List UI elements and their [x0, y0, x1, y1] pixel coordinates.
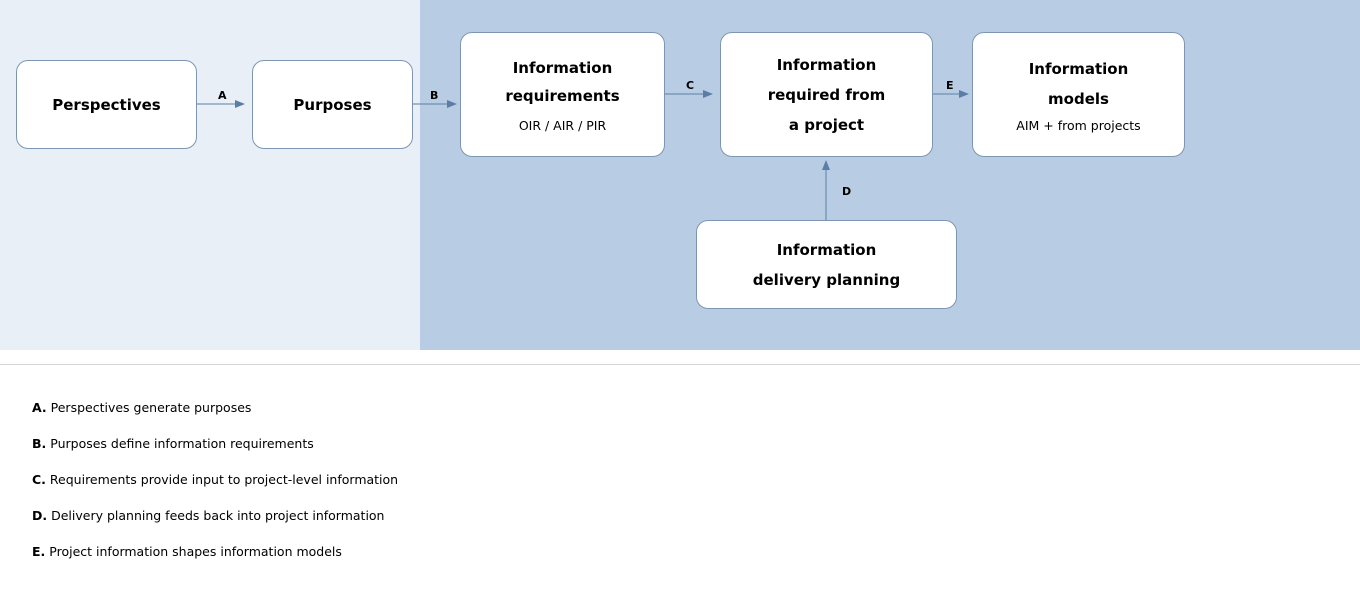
node-perspectives: Perspectives: [16, 60, 197, 149]
node-models-title-line1: Information: [1028, 59, 1129, 78]
legend-text: Purposes define information requirements: [50, 436, 314, 451]
legend-item: C. Requirements provide input to project…: [32, 470, 398, 506]
node-project-title-line1: Information: [776, 55, 877, 74]
legend-key: E.: [32, 544, 46, 559]
node-purposes: Purposes: [252, 60, 413, 149]
node-planning-title-line1: Information: [776, 240, 877, 259]
node-perspectives-title: Perspectives: [52, 95, 161, 114]
legend-text: Requirements provide input to project-le…: [49, 472, 399, 487]
legend: A. Perspectives generate purposes B. Pur…: [32, 398, 398, 578]
node-planning-title-line2: delivery planning: [752, 270, 901, 289]
node-models-subtitle: AIM + from projects: [1016, 117, 1141, 133]
legend-text: Project information shapes information m…: [49, 544, 342, 559]
legend-key: B.: [32, 436, 47, 451]
node-project-title-line2: required from: [767, 85, 886, 104]
legend-text: Delivery planning feeds back into projec…: [51, 508, 385, 523]
arrow-a-label: A: [218, 89, 227, 102]
connector-layer: A B C E D: [197, 79, 969, 220]
legend-key: C.: [32, 472, 46, 487]
legend-item: B. Purposes define information requireme…: [32, 434, 398, 470]
arrow-c-label: C: [686, 79, 694, 92]
arrow-d-label: D: [842, 185, 851, 198]
node-information-delivery-planning: Information delivery planning: [696, 220, 957, 309]
left-background-band: [0, 0, 420, 350]
legend-key: D.: [32, 508, 48, 523]
node-requirements-subtitle: OIR / AIR / PIR: [518, 117, 607, 133]
node-models-title-line2: models: [1048, 89, 1109, 108]
legend-text: Perspectives generate purposes: [50, 400, 252, 415]
section-divider: [0, 364, 1360, 365]
node-project-title-line3: a project: [788, 115, 865, 134]
node-requirements-title-line2: requirements: [505, 86, 620, 105]
legend-item: D. Delivery planning feeds back into pro…: [32, 506, 398, 542]
legend-item: A. Perspectives generate purposes: [32, 398, 398, 434]
node-information-requirements: Information requirements OIR / AIR / PIR: [460, 32, 665, 157]
legend-key: A.: [32, 400, 47, 415]
arrow-e-label: E: [946, 79, 954, 92]
node-information-required-from-project: Information required from a project: [720, 32, 933, 157]
arrow-b-label: B: [430, 89, 438, 102]
node-information-models: Information models AIM + from projects: [972, 32, 1185, 157]
node-requirements-title-line1: Information: [512, 58, 613, 77]
legend-item: E. Project information shapes informatio…: [32, 542, 398, 578]
node-purposes-title: Purposes: [293, 95, 372, 114]
